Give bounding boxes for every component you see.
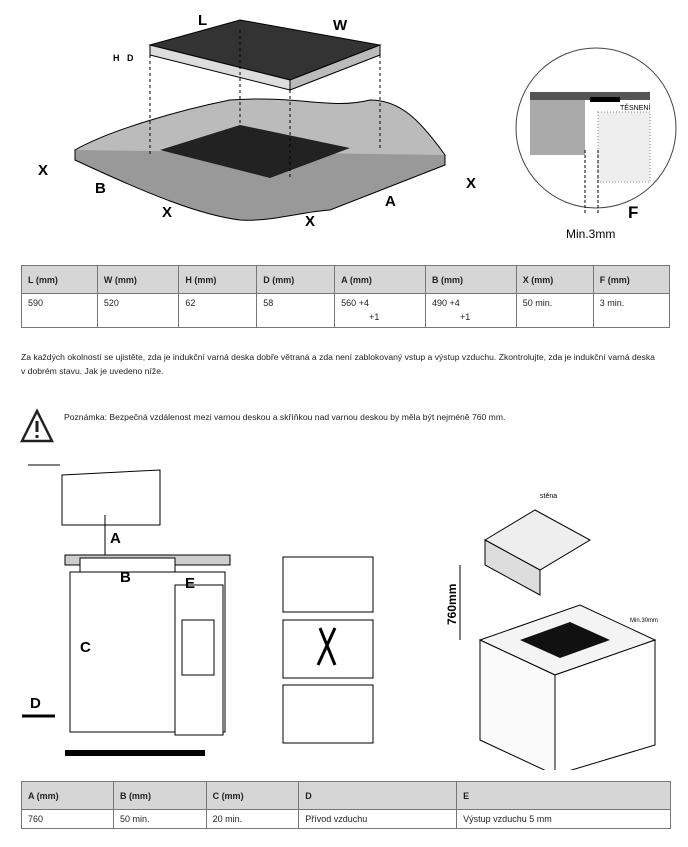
height-label: 760mm xyxy=(445,584,459,625)
tolerance: +1 xyxy=(369,312,380,322)
label-D: D xyxy=(127,53,134,63)
label-A: A xyxy=(385,193,396,210)
label-A: A xyxy=(110,530,121,547)
header-cell: X (mm) xyxy=(515,265,594,294)
cell: 3 min. xyxy=(592,293,671,328)
label-L: L xyxy=(198,12,207,29)
wall-label: stěna xyxy=(540,493,557,500)
label-B: B xyxy=(95,180,106,197)
header-cell: W (mm) xyxy=(96,265,180,294)
label-X: X xyxy=(38,162,48,179)
cell: 560 +4+1 xyxy=(334,293,426,328)
label-X: X xyxy=(305,213,315,230)
cell: 50 min. xyxy=(515,293,594,328)
value: 490 +4 xyxy=(431,298,460,308)
cell: 50 min. xyxy=(112,809,207,829)
header-cell: L (mm) xyxy=(21,265,98,294)
installation-height-diagram: 760mm stěna Min.30mm xyxy=(445,493,658,770)
cell: 58 xyxy=(256,293,336,328)
header-cell: B (mm) xyxy=(112,781,207,810)
label-W: W xyxy=(333,17,348,34)
header-cell: C (mm) xyxy=(205,781,300,810)
min-gap-label: Min.3mm xyxy=(566,227,615,241)
header-cell: A (mm) xyxy=(21,781,114,810)
ventilation-diagram: A B C D E xyxy=(22,464,374,756)
cell: 520 xyxy=(96,293,180,328)
cutout-dimensions-diagram: L W H D X B X X A X TĚSNENÍ F Min.3mm xyxy=(38,12,677,241)
tolerance: +1 xyxy=(459,312,471,322)
cell: 590 xyxy=(21,293,98,328)
label-X: X xyxy=(162,204,172,221)
cell: 760 xyxy=(21,809,114,829)
label-B: B xyxy=(120,569,131,586)
header-cell: F (mm) xyxy=(592,265,671,294)
cell: 20 min. xyxy=(205,809,300,829)
min-clearance-label: Min.30mm xyxy=(630,618,658,624)
value: 560 +4 xyxy=(341,298,369,308)
label-F: F xyxy=(628,203,638,222)
label-H: H xyxy=(113,53,120,63)
cell: Výstup vzduchu 5 mm xyxy=(456,809,671,829)
label-C: C xyxy=(80,639,91,656)
cell: 490 +4 +1 xyxy=(424,293,517,328)
header-cell: E xyxy=(456,781,671,810)
warning-icon xyxy=(20,408,54,443)
header-cell: B (mm) xyxy=(424,265,517,294)
ventilation-paragraph: Za každých okolností se ujistěte, zda je… xyxy=(21,352,655,376)
table-header-row: L (mm)W (mm)H (mm)D (mm)A (mm)B (mm)X (m… xyxy=(21,265,671,294)
header-cell: D xyxy=(298,781,458,810)
header-cell: H (mm) xyxy=(178,265,258,294)
seal-label: TĚSNENÍ xyxy=(620,103,650,112)
header-cell: A (mm) xyxy=(334,265,426,294)
label-E: E xyxy=(185,575,195,592)
header-cell: D (mm) xyxy=(256,265,336,294)
cell: Přívod vzduchu xyxy=(298,809,458,829)
dimensions-table: L (mm)W (mm)H (mm)D (mm)A (mm)B (mm)X (m… xyxy=(21,265,671,328)
cell: 62 xyxy=(178,293,258,328)
label-D: D xyxy=(30,695,41,712)
label-X: X xyxy=(466,175,476,192)
safety-note: Poznámka: Bezpečná vzdálenost mezi varno… xyxy=(64,412,506,422)
